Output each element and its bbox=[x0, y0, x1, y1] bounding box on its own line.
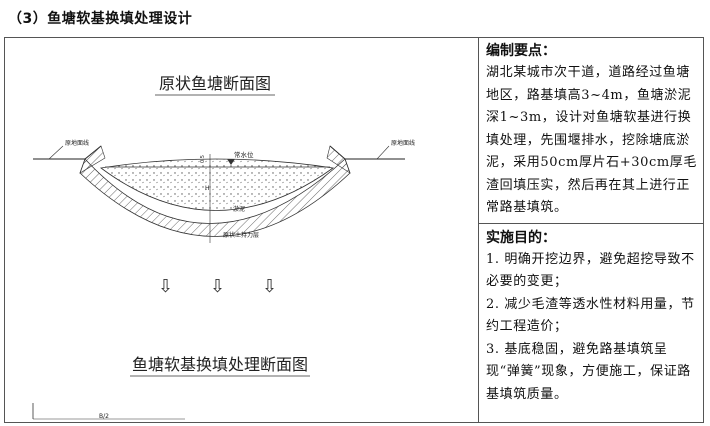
key-points-section: 编制要点： 湖北某城市次干道，道路经过鱼塘地区，路基填高3~4m，鱼塘淤泥深1~… bbox=[479, 37, 704, 220]
section-divider bbox=[479, 222, 704, 224]
objective-item: 3. 基底稳固，避免路基填筑呈现“弹簧”现象，方便施工，保证路基填筑质量。 bbox=[486, 341, 691, 402]
bearing-layer-label: 原状土持力层 bbox=[223, 231, 259, 239]
objectives-list: 1. 明确开挖边界，避免超挖导致不必要的变更； 2. 减少毛渣等透水性材料用量，… bbox=[486, 249, 698, 407]
water-level-marker bbox=[227, 159, 235, 165]
objectives-section: 实施目的： 1. 明确开挖边界，避免超挖导致不必要的变更； 2. 减少毛渣等透水… bbox=[479, 224, 704, 407]
silt-label: 淤泥 bbox=[233, 205, 245, 213]
silt-layer bbox=[99, 158, 335, 211]
depth-label-a: 0.5 bbox=[200, 155, 206, 163]
original-section-title: 原状鱼塘断面图 bbox=[159, 74, 271, 93]
key-points-title: 编制要点： bbox=[486, 43, 556, 59]
right-ground-label: 原地面线 bbox=[391, 139, 415, 147]
depth-label-b: H bbox=[205, 185, 210, 192]
objective-item: 2. 减少毛渣等透水性材料用量，节约工程造价； bbox=[486, 296, 695, 335]
down-arrow-icon: ⇩ bbox=[262, 276, 278, 297]
pond-cross-section-diagram: 原状鱼塘断面图 常水位 0.5 H 淤泥 原状土持力层 原地面线 原地面线 鱼塘… bbox=[32, 74, 415, 420]
notes-panel: 编制要点： 湖北某城市次干道，道路经过鱼塘地区，路基填高3~4m，鱼塘淤泥深1~… bbox=[478, 37, 704, 423]
down-arrow-icon: ⇩ bbox=[158, 276, 174, 297]
section-heading: （3）鱼塘软基换填处理设计 bbox=[8, 11, 193, 27]
objectives-title: 实施目的： bbox=[486, 229, 556, 246]
content-frame bbox=[4, 37, 704, 423]
treated-section-title: 鱼塘软基换填处理断面图 bbox=[132, 355, 308, 374]
objective-item: 1. 明确开挖边界，避免超挖导致不必要的变更； bbox=[486, 251, 695, 290]
bottom-dim-label: B/2 bbox=[99, 413, 109, 420]
key-points-body: 湖北某城市次干道，道路经过鱼塘地区，路基填高3~4m，鱼塘淤泥深1~3m，设计对… bbox=[486, 65, 697, 215]
water-level-label: 常水位 bbox=[234, 150, 254, 159]
left-ground-label: 原地面线 bbox=[65, 139, 89, 147]
down-arrow-icon: ⇩ bbox=[210, 276, 226, 297]
